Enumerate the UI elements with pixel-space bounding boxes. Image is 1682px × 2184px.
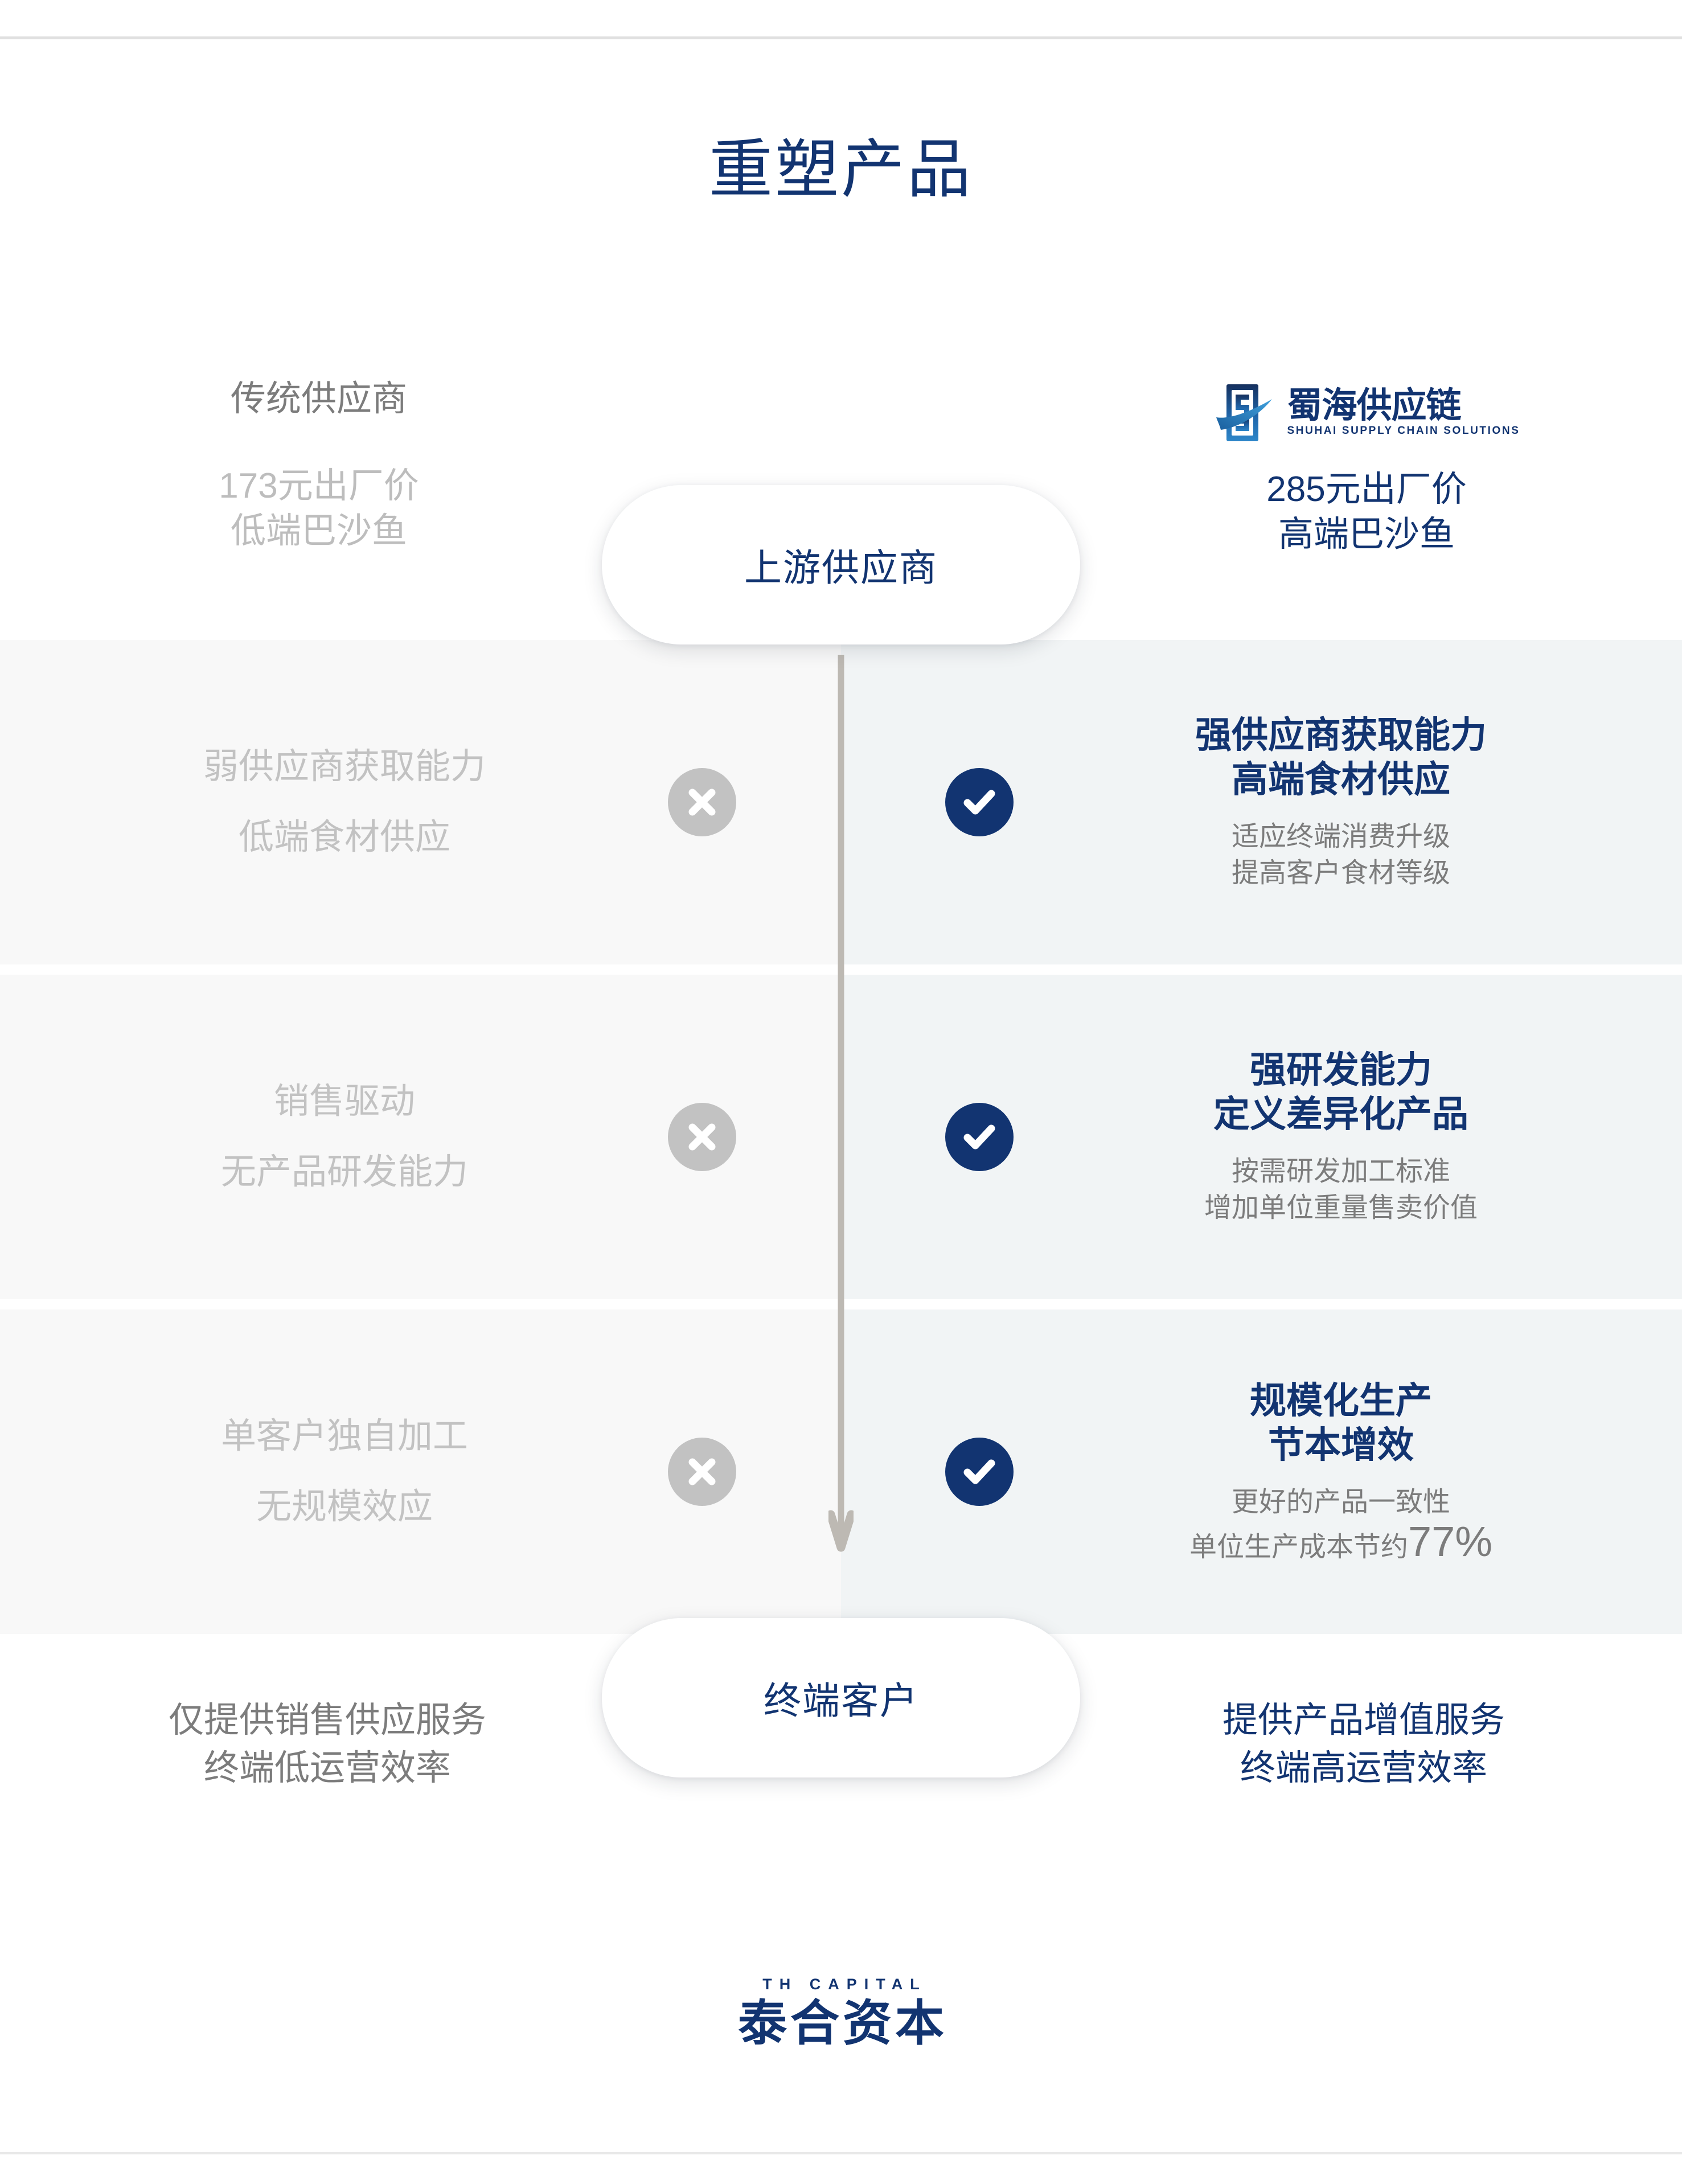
left-footer-line-1: 仅提供销售供应服务 [168,1701,486,1740]
row-2-right-main-line-1: 强研发能力 [1250,1049,1432,1091]
left-footer-line-2: 终端低运营效率 [203,1748,451,1788]
bottom-divider [0,2152,1682,2154]
row-1-left-line-2: 低端食材供应 [238,818,450,857]
shuhai-logo: 蜀海供应链 SHUHAI SUPPLY CHAIN SOLUTIONS [1082,381,1651,444]
cost-saving-percent: 77% [1408,1517,1493,1565]
flow-node-upstream-supplier-label: 上游供应商 [744,547,938,589]
left-price-line-1: 173元出厂价 [219,466,419,506]
comparison-row-3: 单客户独自加工 无规模效应 规模化生产 节本增效 更好的产品一致性 单位生产成本… [0,1309,1682,1634]
cross-circle-icon [668,1103,736,1171]
cross-circle-icon [668,768,736,836]
shuhai-name-en: SHUHAI SUPPLY CHAIN SOLUTIONS [1287,424,1520,437]
flow-node-upstream-supplier[interactable]: 上游供应商 [602,485,1080,644]
left-column-footer: 仅提供销售供应服务 终端低运营效率 [34,1697,621,1792]
row-2-right-note: 按需研发加工标准 增加单位重量售卖价值 [1204,1153,1478,1226]
row-3-right-main-line-1: 规模化生产 [1250,1380,1432,1421]
check-circle-icon [945,768,1014,836]
flow-node-end-customer-label: 终端客户 [764,1680,918,1722]
left-price-line-2: 低端巴沙鱼 [230,511,407,551]
row-3-left-line-1: 单客户独自加工 [220,1417,468,1456]
row-2-left-cell: 销售驱动 无产品研发能力 [34,975,655,1299]
th-capital-logo-cn: 泰合资本 [738,1996,947,2051]
row-3-right-note-line-2: 单位生产成本节约 [1189,1532,1408,1562]
th-capital-logo-en: TH CAPITAL [762,1976,927,1993]
comparison-row-2: 销售驱动 无产品研发能力 强研发能力 定义差异化产品 按需研发加工标准 增加单位… [0,975,1682,1299]
right-column-footer: 提供产品增值服务 终端高运营效率 [1070,1697,1657,1792]
row-3-right-cell: 规模化生产 节本增效 更好的产品一致性 单位生产成本节约77% [1031,1309,1651,1634]
row-2-right-cell: 强研发能力 定义差异化产品 按需研发加工标准 增加单位重量售卖价值 [1031,975,1651,1299]
right-column-price: 285元出厂价 高端巴沙鱼 [1082,467,1651,557]
left-column-title: 传统供应商 [230,379,407,418]
flow-node-end-customer[interactable]: 终端客户 [602,1618,1080,1777]
row-1-right-main: 强供应商获取能力 高端食材供应 [1195,713,1487,802]
page-title: 重塑产品 [709,134,973,205]
shuhai-name-cn: 蜀海供应链 [1287,386,1461,426]
left-column-price: 173元出厂价 低端巴沙鱼 [34,463,604,554]
row-3-left-line-2: 无规模效应 [256,1487,433,1526]
check-circle-icon [945,1103,1014,1171]
row-1-right-main-line-2: 高端食材供应 [1232,759,1450,800]
row-3-right-main-line-2: 节本增效 [1268,1424,1414,1465]
row-2-right-main-line-2: 定义差异化产品 [1213,1094,1468,1135]
right-column-header: 蜀海供应链 SHUHAI SUPPLY CHAIN SOLUTIONS 285元… [1082,381,1651,557]
row-1-right-note: 适应终端消费升级 提高客户食材等级 [1232,819,1450,892]
row-2-right-note-line-1: 按需研发加工标准 [1231,1156,1450,1187]
row-2-left-line-1: 销售驱动 [273,1082,415,1121]
right-price-line-2: 高端巴沙鱼 [1278,515,1455,555]
row-2-left-line-2: 无产品研发能力 [220,1152,468,1192]
row-2-right-main: 强研发能力 定义差异化产品 [1213,1048,1468,1136]
check-circle-icon [945,1438,1014,1506]
row-3-right-main: 规模化生产 节本增效 [1250,1378,1432,1467]
shuhai-seal-mark-icon [1213,382,1277,444]
right-footer-line-1: 提供产品增值服务 [1222,1701,1505,1740]
cross-circle-icon [668,1438,736,1506]
row-3-left-cell: 单客户独自加工 无规模效应 [34,1309,655,1634]
row-3-right-note-line-1: 更好的产品一致性 [1231,1487,1450,1517]
top-divider [0,36,1682,39]
row-3-right-note: 更好的产品一致性 单位生产成本节约77% [1189,1484,1492,1566]
flow-arrow-down-icon [826,655,856,1566]
shuhai-wordmark: 蜀海供应链 SHUHAI SUPPLY CHAIN SOLUTIONS [1287,386,1520,437]
th-capital-logo: TH CAPITAL 泰合资本 [0,1976,1682,2048]
row-1-right-cell: 强供应商获取能力 高端食材供应 适应终端消费升级 提高客户食材等级 [1031,640,1651,964]
right-footer-line-2: 终端高运营效率 [1240,1748,1487,1788]
row-1-right-note-line-1: 适应终端消费升级 [1231,822,1450,852]
row-1-right-main-line-1: 强供应商获取能力 [1195,715,1487,756]
row-3-right-note-line-2-wrap: 单位生产成本节约77% [1189,1517,1493,1566]
row-2-right-note-line-2: 增加单位重量售卖价值 [1204,1193,1478,1224]
row-1-left-line-1: 弱供应商获取能力 [203,747,486,786]
left-column-header: 传统供应商 173元出厂价 低端巴沙鱼 [34,381,604,554]
row-1-right-note-line-2: 提高客户食材等级 [1231,858,1450,889]
right-price-line-1: 285元出厂价 [1266,470,1467,509]
row-1-left-cell: 弱供应商获取能力 低端食材供应 [34,640,655,964]
comparison-row-1: 弱供应商获取能力 低端食材供应 强供应商获取能力 高端食材供应 适应终端消费升级… [0,640,1682,964]
